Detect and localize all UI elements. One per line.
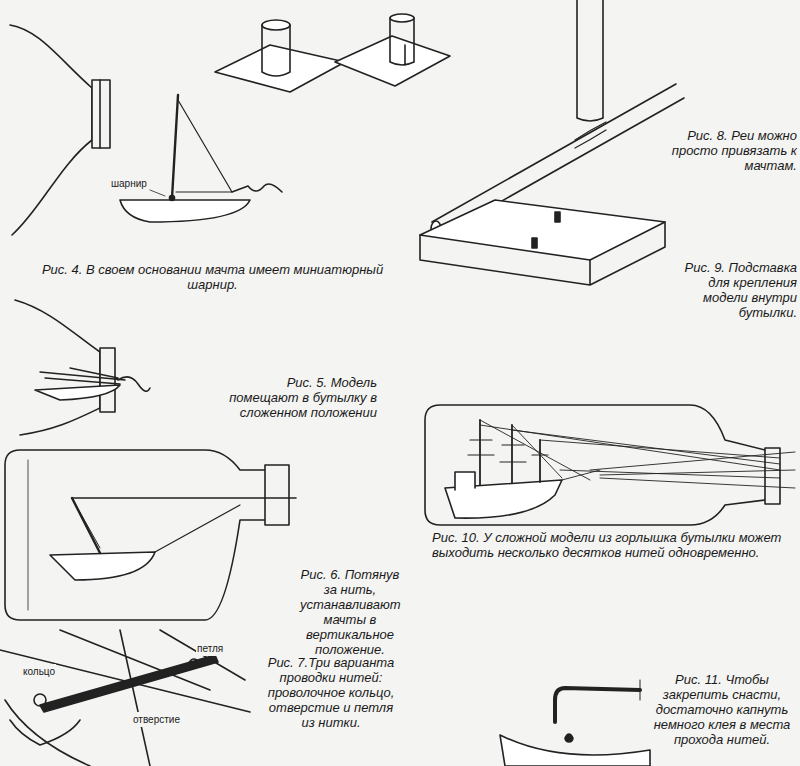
part-label: петля [196, 641, 224, 656]
figure-caption: Рис. 5. Модель помещают в бутылку в слож… [222, 375, 377, 420]
figure-caption: Рис. 4. В своем основании мачта имеет ми… [30, 262, 395, 292]
figure-caption: Рис. 8. Реи можно просто привязать к мач… [655, 128, 797, 173]
figure-caption: Рис. 6. Потянув за нить, устанавливают м… [300, 567, 400, 657]
figure-caption: Рис. 7.Три варианта проводки нитей: пров… [262, 655, 400, 730]
figure-caption: Рис. 10. У сложной модели из горлышка бу… [432, 530, 797, 560]
part-label: отверстие [132, 712, 181, 727]
part-label: кольцо [22, 664, 56, 679]
figure-caption: Рис. 11. Чтобы закрепить снасти, достато… [648, 672, 796, 747]
figure-caption: Рис. 9. Подставка для крепления модели в… [670, 260, 797, 320]
part-label: шарнир [110, 176, 148, 191]
